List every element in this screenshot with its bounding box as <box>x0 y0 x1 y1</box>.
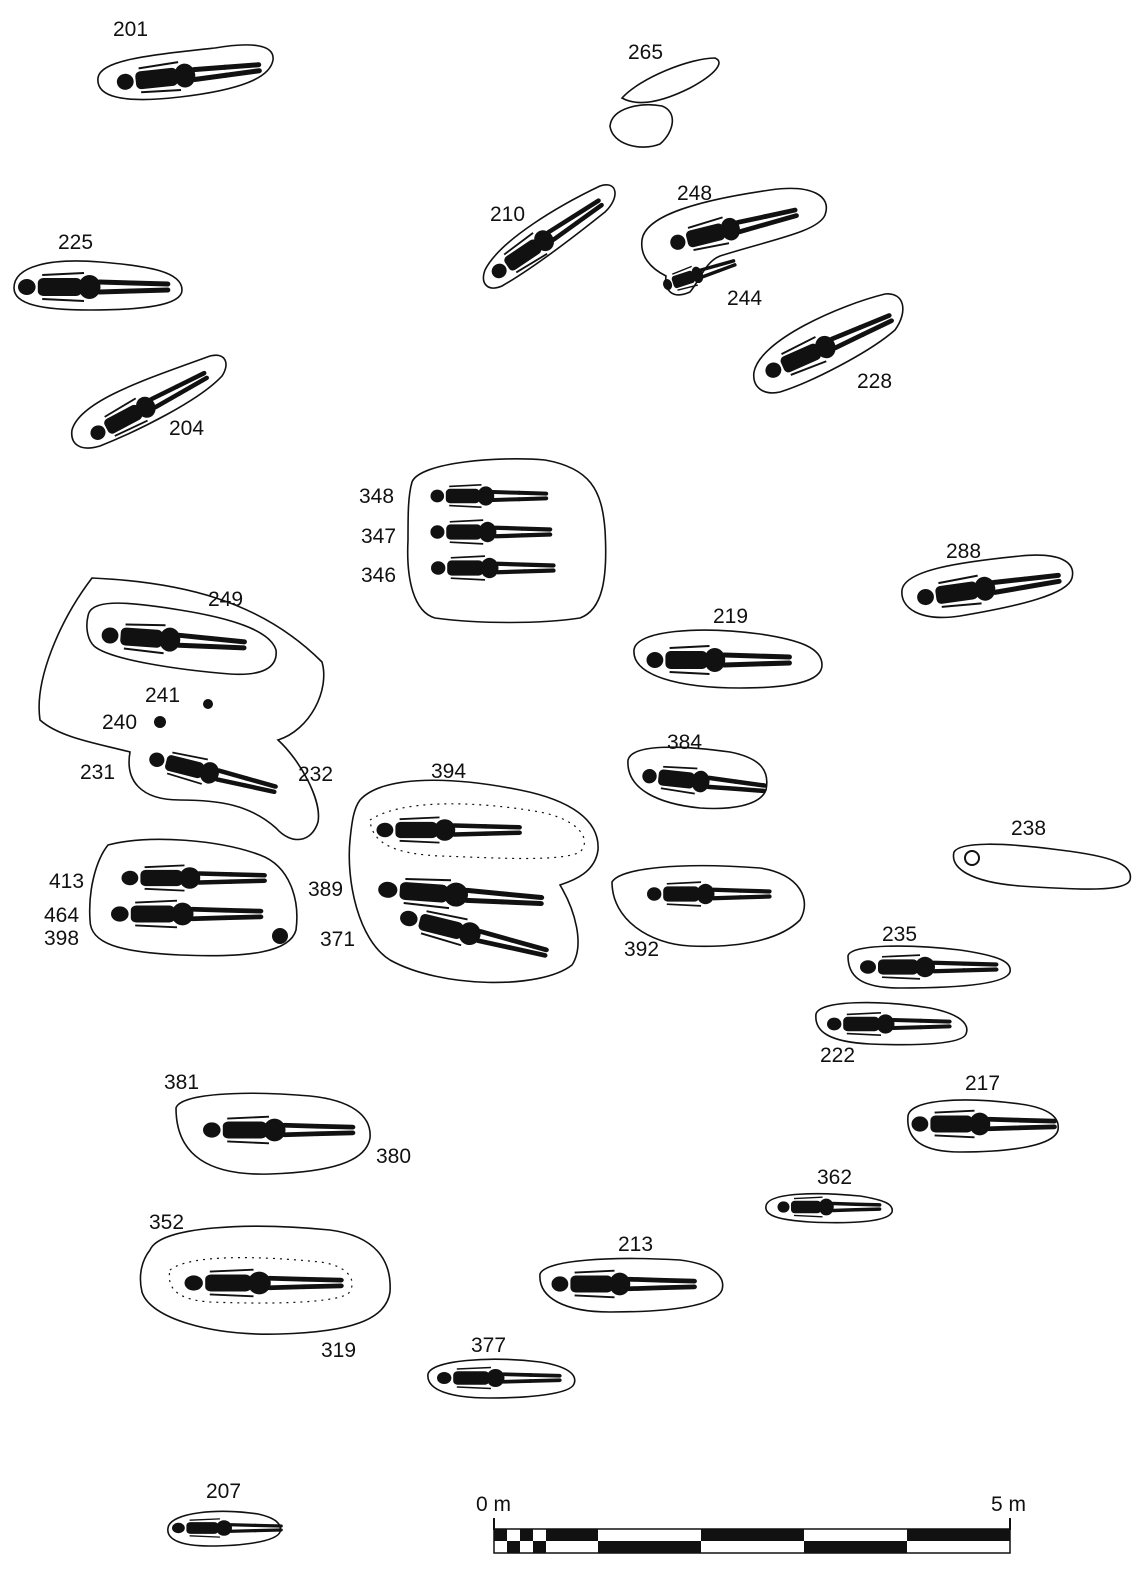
scale-bar: 0 m 5 m <box>476 1493 1026 1554</box>
grave-377 <box>427 1358 576 1399</box>
grave-207 <box>167 1510 281 1547</box>
label-240: 240 <box>102 711 137 734</box>
grave-228 <box>753 293 904 394</box>
grave-213 <box>539 1257 724 1313</box>
label-241: 241 <box>145 684 180 707</box>
label-201: 201 <box>113 18 148 41</box>
burial-labels: 201 265 210 248 244 225 228 204 348 347 … <box>44 18 1046 1503</box>
label-381: 381 <box>164 1071 199 1094</box>
label-232: 232 <box>298 763 333 786</box>
label-219: 219 <box>713 605 748 628</box>
label-319: 319 <box>321 1339 356 1362</box>
grave-210 <box>482 184 616 289</box>
label-377: 377 <box>471 1334 506 1357</box>
grave-362 <box>765 1192 893 1224</box>
label-265: 265 <box>628 41 663 64</box>
grave-288 <box>901 554 1074 619</box>
label-413: 413 <box>49 870 84 893</box>
grave-384 <box>627 746 767 810</box>
label-248: 248 <box>677 182 712 205</box>
label-362: 362 <box>817 1166 852 1189</box>
label-217: 217 <box>965 1072 1000 1095</box>
grave-222 <box>815 1001 968 1046</box>
label-346: 346 <box>361 564 396 587</box>
label-380: 380 <box>376 1145 411 1168</box>
grave-381-380 <box>175 1092 371 1175</box>
grave-249-complex <box>38 577 325 841</box>
label-347: 347 <box>361 525 396 548</box>
grave-201 <box>97 44 274 101</box>
grave-413-464-398 <box>88 838 298 957</box>
label-228: 228 <box>857 370 892 393</box>
label-210: 210 <box>490 203 525 226</box>
label-464: 464 <box>44 904 79 927</box>
label-238: 238 <box>1011 817 1046 840</box>
label-225: 225 <box>58 231 93 254</box>
grave-238 <box>952 843 1132 890</box>
label-244: 244 <box>727 287 762 310</box>
label-384: 384 <box>667 731 702 754</box>
label-348: 348 <box>359 485 394 508</box>
grave-235 <box>847 945 1011 989</box>
label-204: 204 <box>169 417 204 440</box>
label-392: 392 <box>624 938 659 961</box>
grave-204 <box>71 354 227 448</box>
grave-217 <box>907 1099 1059 1153</box>
label-213: 213 <box>618 1233 653 1256</box>
label-371: 371 <box>320 928 355 951</box>
label-352: 352 <box>149 1211 184 1234</box>
grave-265 <box>609 57 720 148</box>
grave-392 <box>611 864 806 948</box>
grave-352-319 <box>139 1225 391 1335</box>
label-288: 288 <box>946 540 981 563</box>
grave-348-347-346 <box>406 458 607 624</box>
label-249: 249 <box>208 588 243 611</box>
grave-394-389-371 <box>348 779 599 984</box>
label-207: 207 <box>206 1480 241 1503</box>
scale-end-label: 5 m <box>991 1493 1026 1516</box>
label-394: 394 <box>431 760 466 783</box>
label-389: 389 <box>308 878 343 901</box>
label-231: 231 <box>80 761 115 784</box>
label-398: 398 <box>44 927 79 950</box>
grave-248-244 <box>641 187 828 297</box>
scale-start-label: 0 m <box>476 1493 511 1516</box>
label-235: 235 <box>882 923 917 946</box>
grave-225 <box>13 260 183 311</box>
grave-219 <box>633 629 823 689</box>
scale-segments <box>494 1529 1010 1553</box>
label-222: 222 <box>820 1044 855 1067</box>
